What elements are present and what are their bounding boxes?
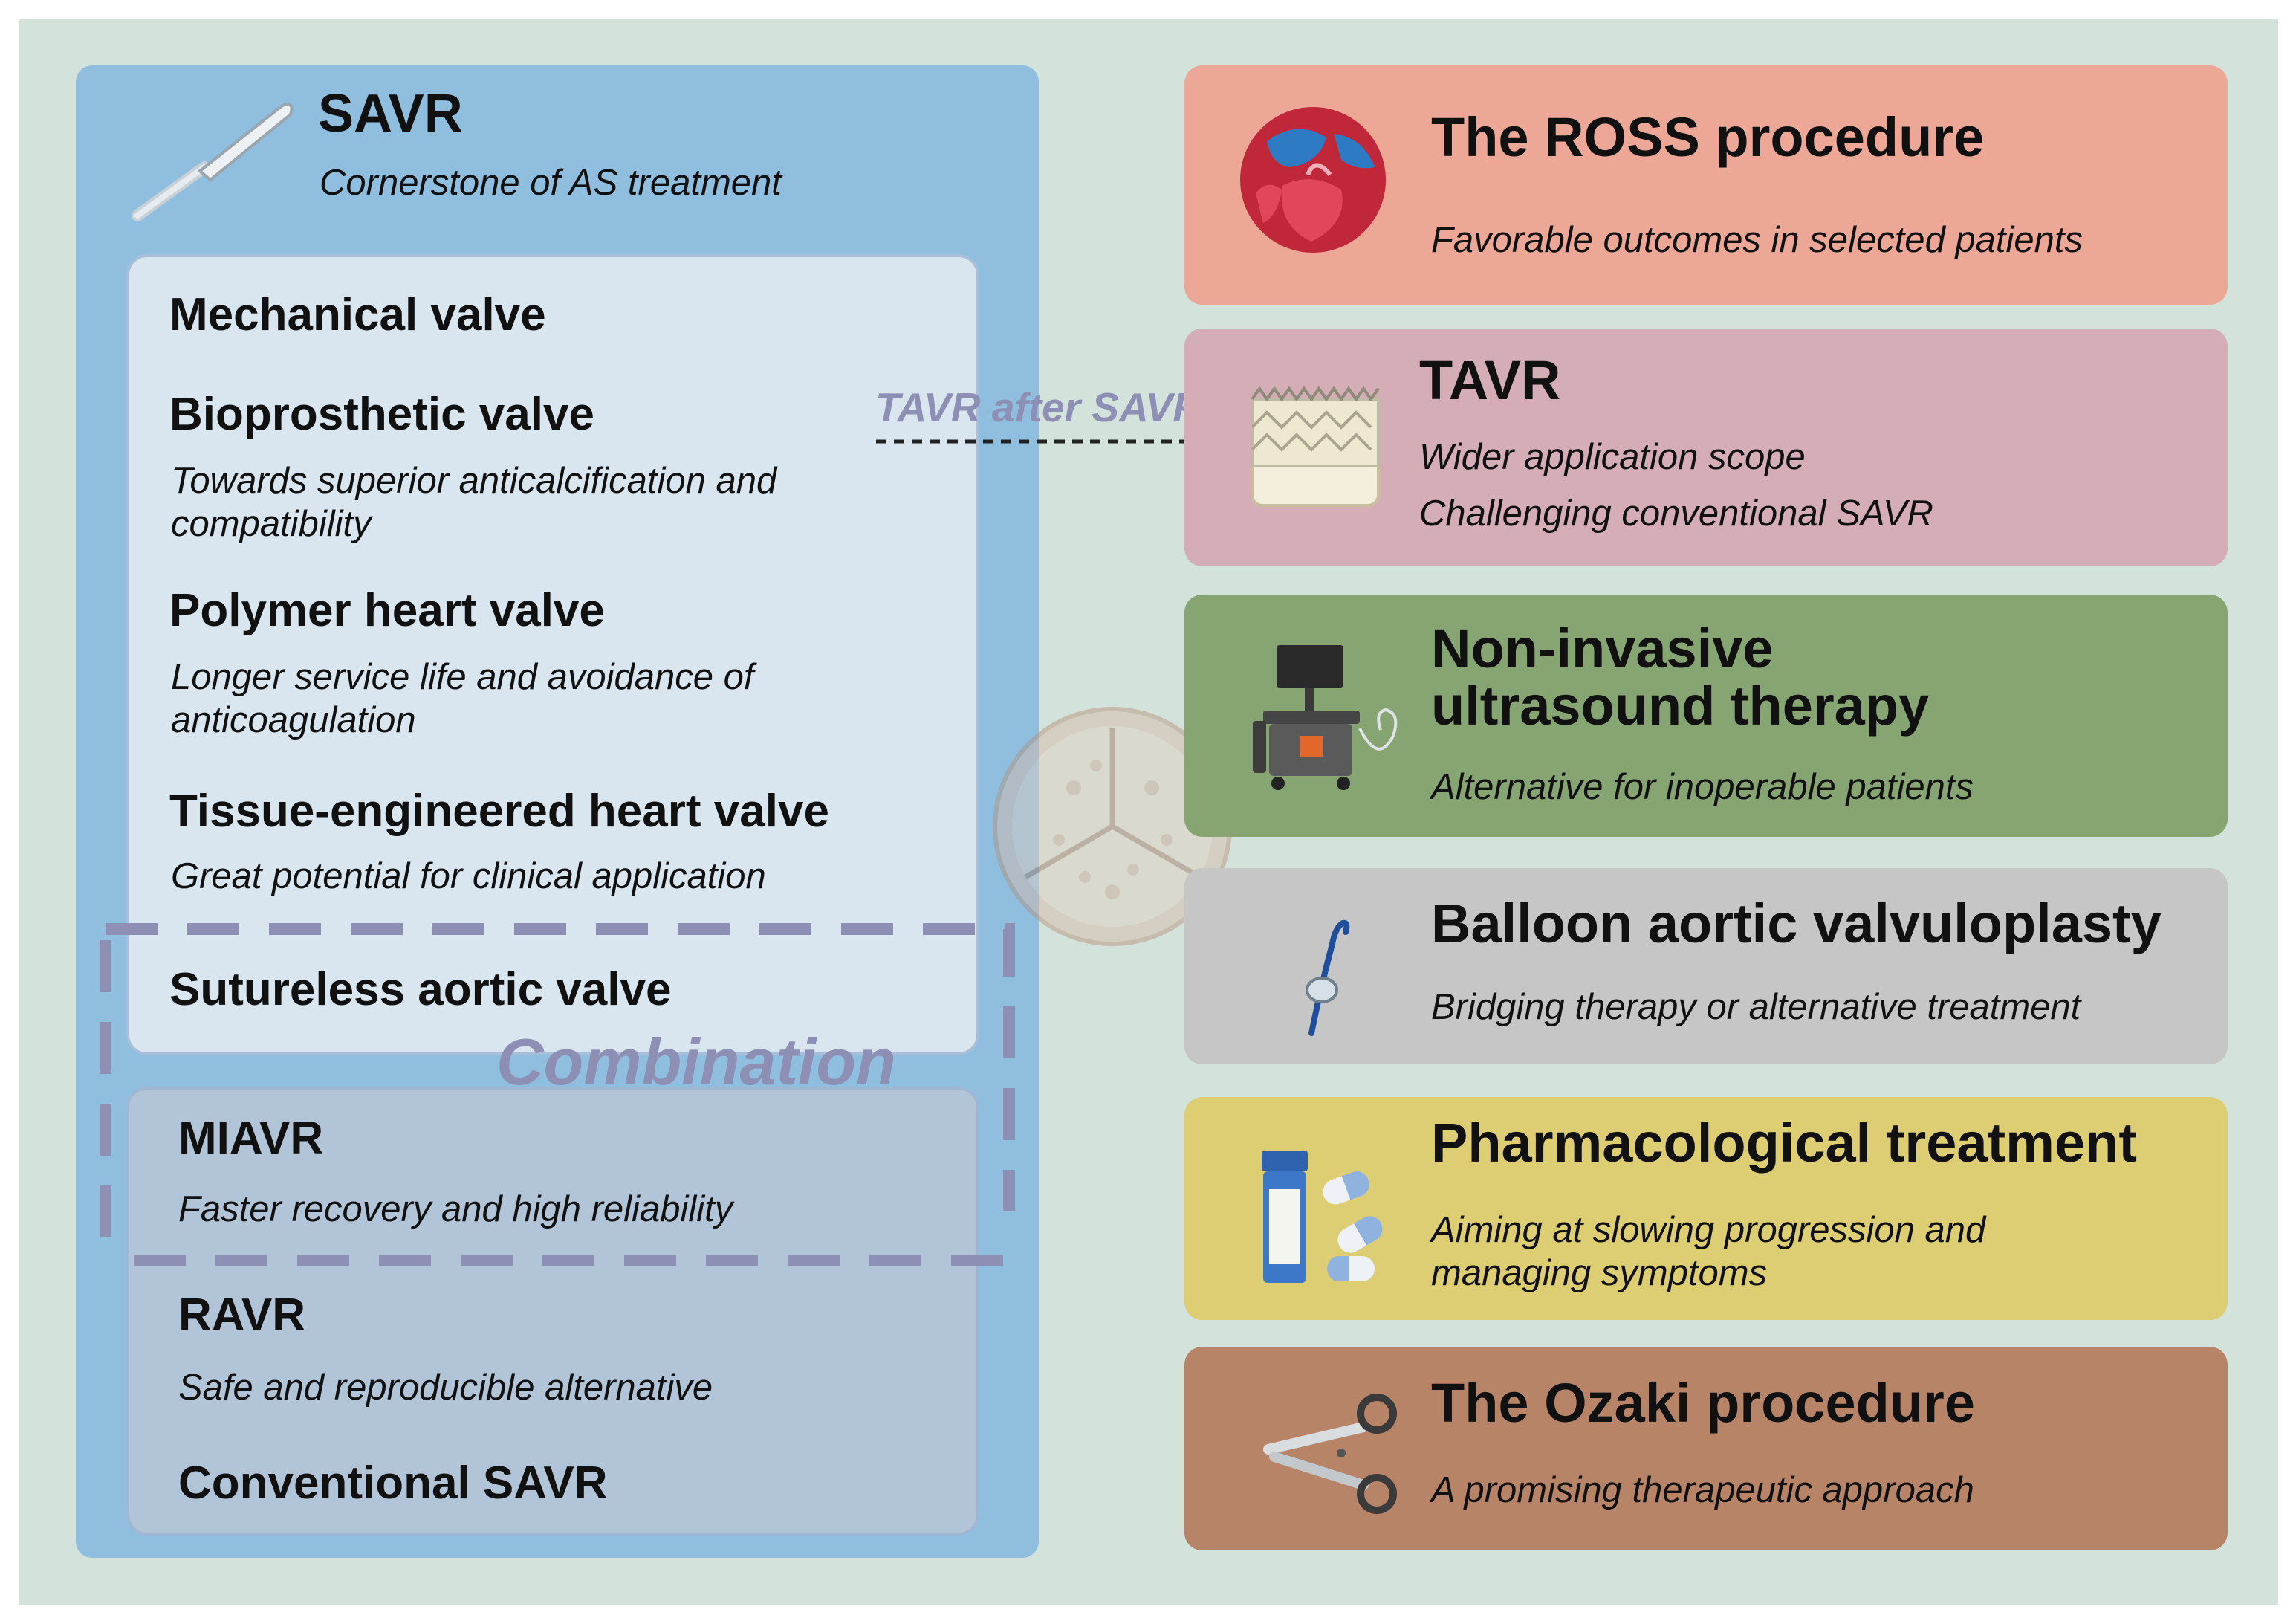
bioprosthetic-valve-subtitle: Towards superior anticalcification and c… bbox=[171, 461, 777, 544]
tavr-after-savr-label: TAVR after SAVR bbox=[875, 384, 1203, 430]
ravr-subtitle: Safe and reproducible alternative bbox=[178, 1368, 713, 1408]
pills-icon bbox=[1262, 1151, 1383, 1283]
sutureless-valve-title: Sutureless aortic valve bbox=[169, 964, 672, 1015]
ultrasound-title: Non-invasive bbox=[1431, 618, 1774, 679]
conventional-savr-title: Conventional SAVR bbox=[178, 1457, 608, 1509]
ravr-title: RAVR bbox=[178, 1290, 306, 1341]
tavr-subtitle-2: Challenging conventional SAVR bbox=[1419, 494, 1933, 534]
ross-subtitle: Favorable outcomes in selected patients bbox=[1431, 220, 2083, 260]
scissors-icon bbox=[1263, 1394, 1397, 1514]
tissue-engineered-valve-subtitle: Great potential for clinical application bbox=[171, 856, 766, 896]
pharma-card bbox=[1184, 1097, 2228, 1320]
surgical-approaches-box bbox=[126, 1087, 979, 1536]
aortic-valve-illustration bbox=[993, 707, 1232, 946]
pharma-subtitle: Aiming at slowing progression and managi… bbox=[1431, 1210, 1986, 1293]
scalpel-icon bbox=[132, 103, 294, 221]
ozaki-subtitle: A promising therapeutic approach bbox=[1431, 1470, 1974, 1510]
combination-label: Combination bbox=[496, 1025, 896, 1099]
ross-title: The ROSS procedure bbox=[1431, 106, 1985, 168]
valve-types-box bbox=[126, 254, 979, 1055]
balloon-title: Balloon aortic valvuloplasty bbox=[1431, 893, 2162, 954]
polymer-valve-subtitle: Longer service life and avoidance of ant… bbox=[171, 657, 754, 740]
polymer-valve-title: Polymer heart valve bbox=[169, 585, 605, 636]
tavr-title: TAVR bbox=[1419, 349, 1561, 411]
ultrasound-machine-icon bbox=[1253, 645, 1398, 790]
bioprosthetic-valve-title: Bioprosthetic valve bbox=[169, 389, 594, 440]
balloon-catheter-icon bbox=[1306, 919, 1350, 1036]
ozaki-title: The Ozaki procedure bbox=[1431, 1372, 1975, 1434]
savr-subtitle: Cornerstone of AS treatment bbox=[320, 163, 782, 203]
ultrasound-title-2: ultrasound therapy bbox=[1431, 675, 1930, 737]
valve-stent-icon bbox=[1251, 386, 1380, 507]
heart-icon bbox=[1240, 107, 1386, 253]
tissue-engineered-valve-title: Tissue-engineered heart valve bbox=[169, 786, 829, 837]
ultrasound-subtitle: Alternative for inoperable patients bbox=[1431, 767, 1974, 807]
ozaki-card bbox=[1184, 1347, 2228, 1550]
combination-dashed-outline bbox=[100, 923, 1015, 1266]
miavr-subtitle: Faster recovery and high reliability bbox=[178, 1189, 733, 1229]
pharma-title: Pharmacological treatment bbox=[1431, 1112, 2137, 1174]
balloon-card bbox=[1184, 868, 2228, 1064]
mechanical-valve-title: Mechanical valve bbox=[169, 289, 546, 340]
savr-title: SAVR bbox=[318, 84, 463, 143]
balloon-subtitle: Bridging therapy or alternative treatmen… bbox=[1431, 987, 2081, 1027]
tavr-subtitle: Wider application scope bbox=[1419, 437, 1806, 477]
miavr-title: MIAVR bbox=[178, 1113, 324, 1164]
